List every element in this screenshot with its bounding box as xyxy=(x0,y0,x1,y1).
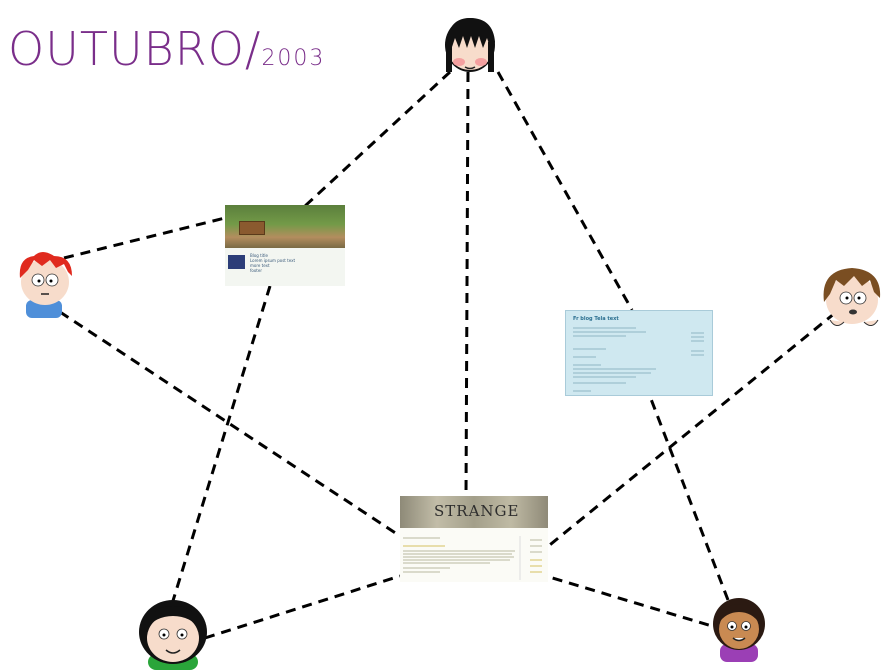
strange-banner xyxy=(400,496,548,528)
avatar-left[interactable] xyxy=(12,250,82,318)
edge-bottomleft-blogforest xyxy=(170,285,272,605)
blog-thumbnail-strange[interactable]: STRANGE xyxy=(400,496,548,582)
edge-top-blogblue xyxy=(496,71,634,311)
blog-text: Blog title Lorem ipsum post text more te… xyxy=(250,253,296,273)
blog-thumbnail-forest[interactable]: Blog title Lorem ipsum post text more te… xyxy=(225,205,345,286)
avatar-bottom-left[interactable] xyxy=(130,598,216,670)
blog-thumbnail-blue[interactable]: Fr blog Tela text xyxy=(565,310,713,396)
connection-lines xyxy=(59,70,836,640)
blog-logo xyxy=(228,255,245,269)
edge-bottomleft-strange xyxy=(204,574,401,640)
wooden-sign xyxy=(239,221,265,235)
blog-header: Fr blog Tela text xyxy=(573,316,619,322)
avatar-top[interactable] xyxy=(437,12,503,78)
blog-text-lines xyxy=(573,327,704,392)
avatar-bottom-right[interactable] xyxy=(708,596,770,662)
blog-text-lines xyxy=(403,536,542,580)
edge-bottomright-blogblue xyxy=(644,385,730,601)
page-title: OUTUBRO/2003 xyxy=(8,22,325,76)
title-month: OUTUBRO/ xyxy=(8,22,262,76)
edge-top-blogforest xyxy=(303,70,452,208)
banner-text: STRANGE xyxy=(434,502,520,520)
edge-top-strange xyxy=(464,71,470,497)
edge-left-strange xyxy=(59,310,401,538)
edge-right-strange xyxy=(545,311,836,550)
title-year: 2003 xyxy=(261,46,326,71)
edge-left-blogforest xyxy=(63,216,226,260)
avatar-right[interactable] xyxy=(816,264,886,332)
edge-bottomright-strange xyxy=(545,574,726,632)
